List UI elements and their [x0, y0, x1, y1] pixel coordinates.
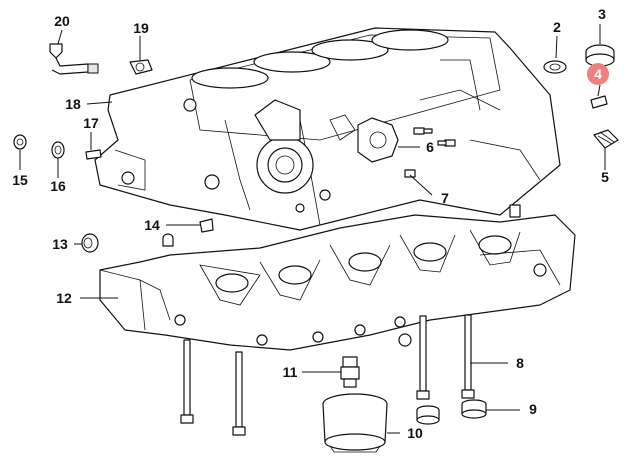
callout-labels: 20 19 18 17 15 16 14 13 12 11 10 9 8 7 6… — [12, 6, 609, 441]
sleeve-part-9b — [461, 399, 487, 419]
sensor-part-20 — [49, 43, 99, 75]
callout-2: 2 — [553, 19, 561, 35]
dowel-part-block — [509, 204, 521, 218]
oil-filter-part-10 — [322, 393, 388, 453]
callout-11: 11 — [283, 364, 298, 380]
callout-16: 16 — [50, 178, 66, 194]
long-bolt-b — [232, 351, 246, 436]
bolt-6b — [437, 139, 456, 147]
sleeve-part-9a — [416, 405, 440, 425]
callout-12: 12 — [56, 290, 72, 306]
callout-6: 6 — [426, 139, 434, 155]
callout-19: 19 — [133, 20, 149, 36]
callout-5: 5 — [601, 169, 609, 185]
seal-part-2 — [543, 60, 567, 74]
callout-4: 4 — [594, 66, 602, 82]
plug-part-5 — [593, 129, 619, 149]
callout-20: 20 — [54, 13, 70, 29]
cover-plate — [357, 117, 399, 163]
callout-17: 17 — [83, 115, 99, 131]
callout-13: 13 — [52, 236, 68, 252]
bolt-6a — [413, 127, 433, 135]
engine-block-upper — [94, 27, 561, 231]
bolt-7 — [404, 169, 416, 178]
leader-lines — [19, 24, 606, 434]
fitting-part-11 — [340, 356, 360, 388]
callout-8: 8 — [516, 355, 524, 371]
callout-15: 15 — [12, 172, 28, 188]
callout-7: 7 — [441, 190, 449, 206]
dowel-part-17 — [85, 149, 102, 160]
long-bolt-a — [180, 339, 194, 424]
bushing-part-13 — [81, 233, 99, 253]
long-bolt-8 — [461, 314, 475, 399]
washer-part-16 — [51, 141, 65, 159]
callout-9: 9 — [529, 401, 537, 417]
plug-part-19 — [129, 59, 153, 75]
long-bolt-c — [416, 315, 430, 400]
nut-part-15 — [13, 134, 27, 150]
callout-10: 10 — [407, 425, 423, 441]
callout-14: 14 — [144, 217, 160, 233]
crankcase-lower — [99, 214, 576, 351]
cap-part-3 — [585, 44, 615, 67]
callout-4-highlight — [587, 63, 609, 85]
pin-part-4 — [590, 95, 608, 109]
callout-3: 3 — [598, 6, 606, 22]
callout-18: 18 — [65, 96, 81, 112]
stud-part-14 — [162, 218, 214, 247]
